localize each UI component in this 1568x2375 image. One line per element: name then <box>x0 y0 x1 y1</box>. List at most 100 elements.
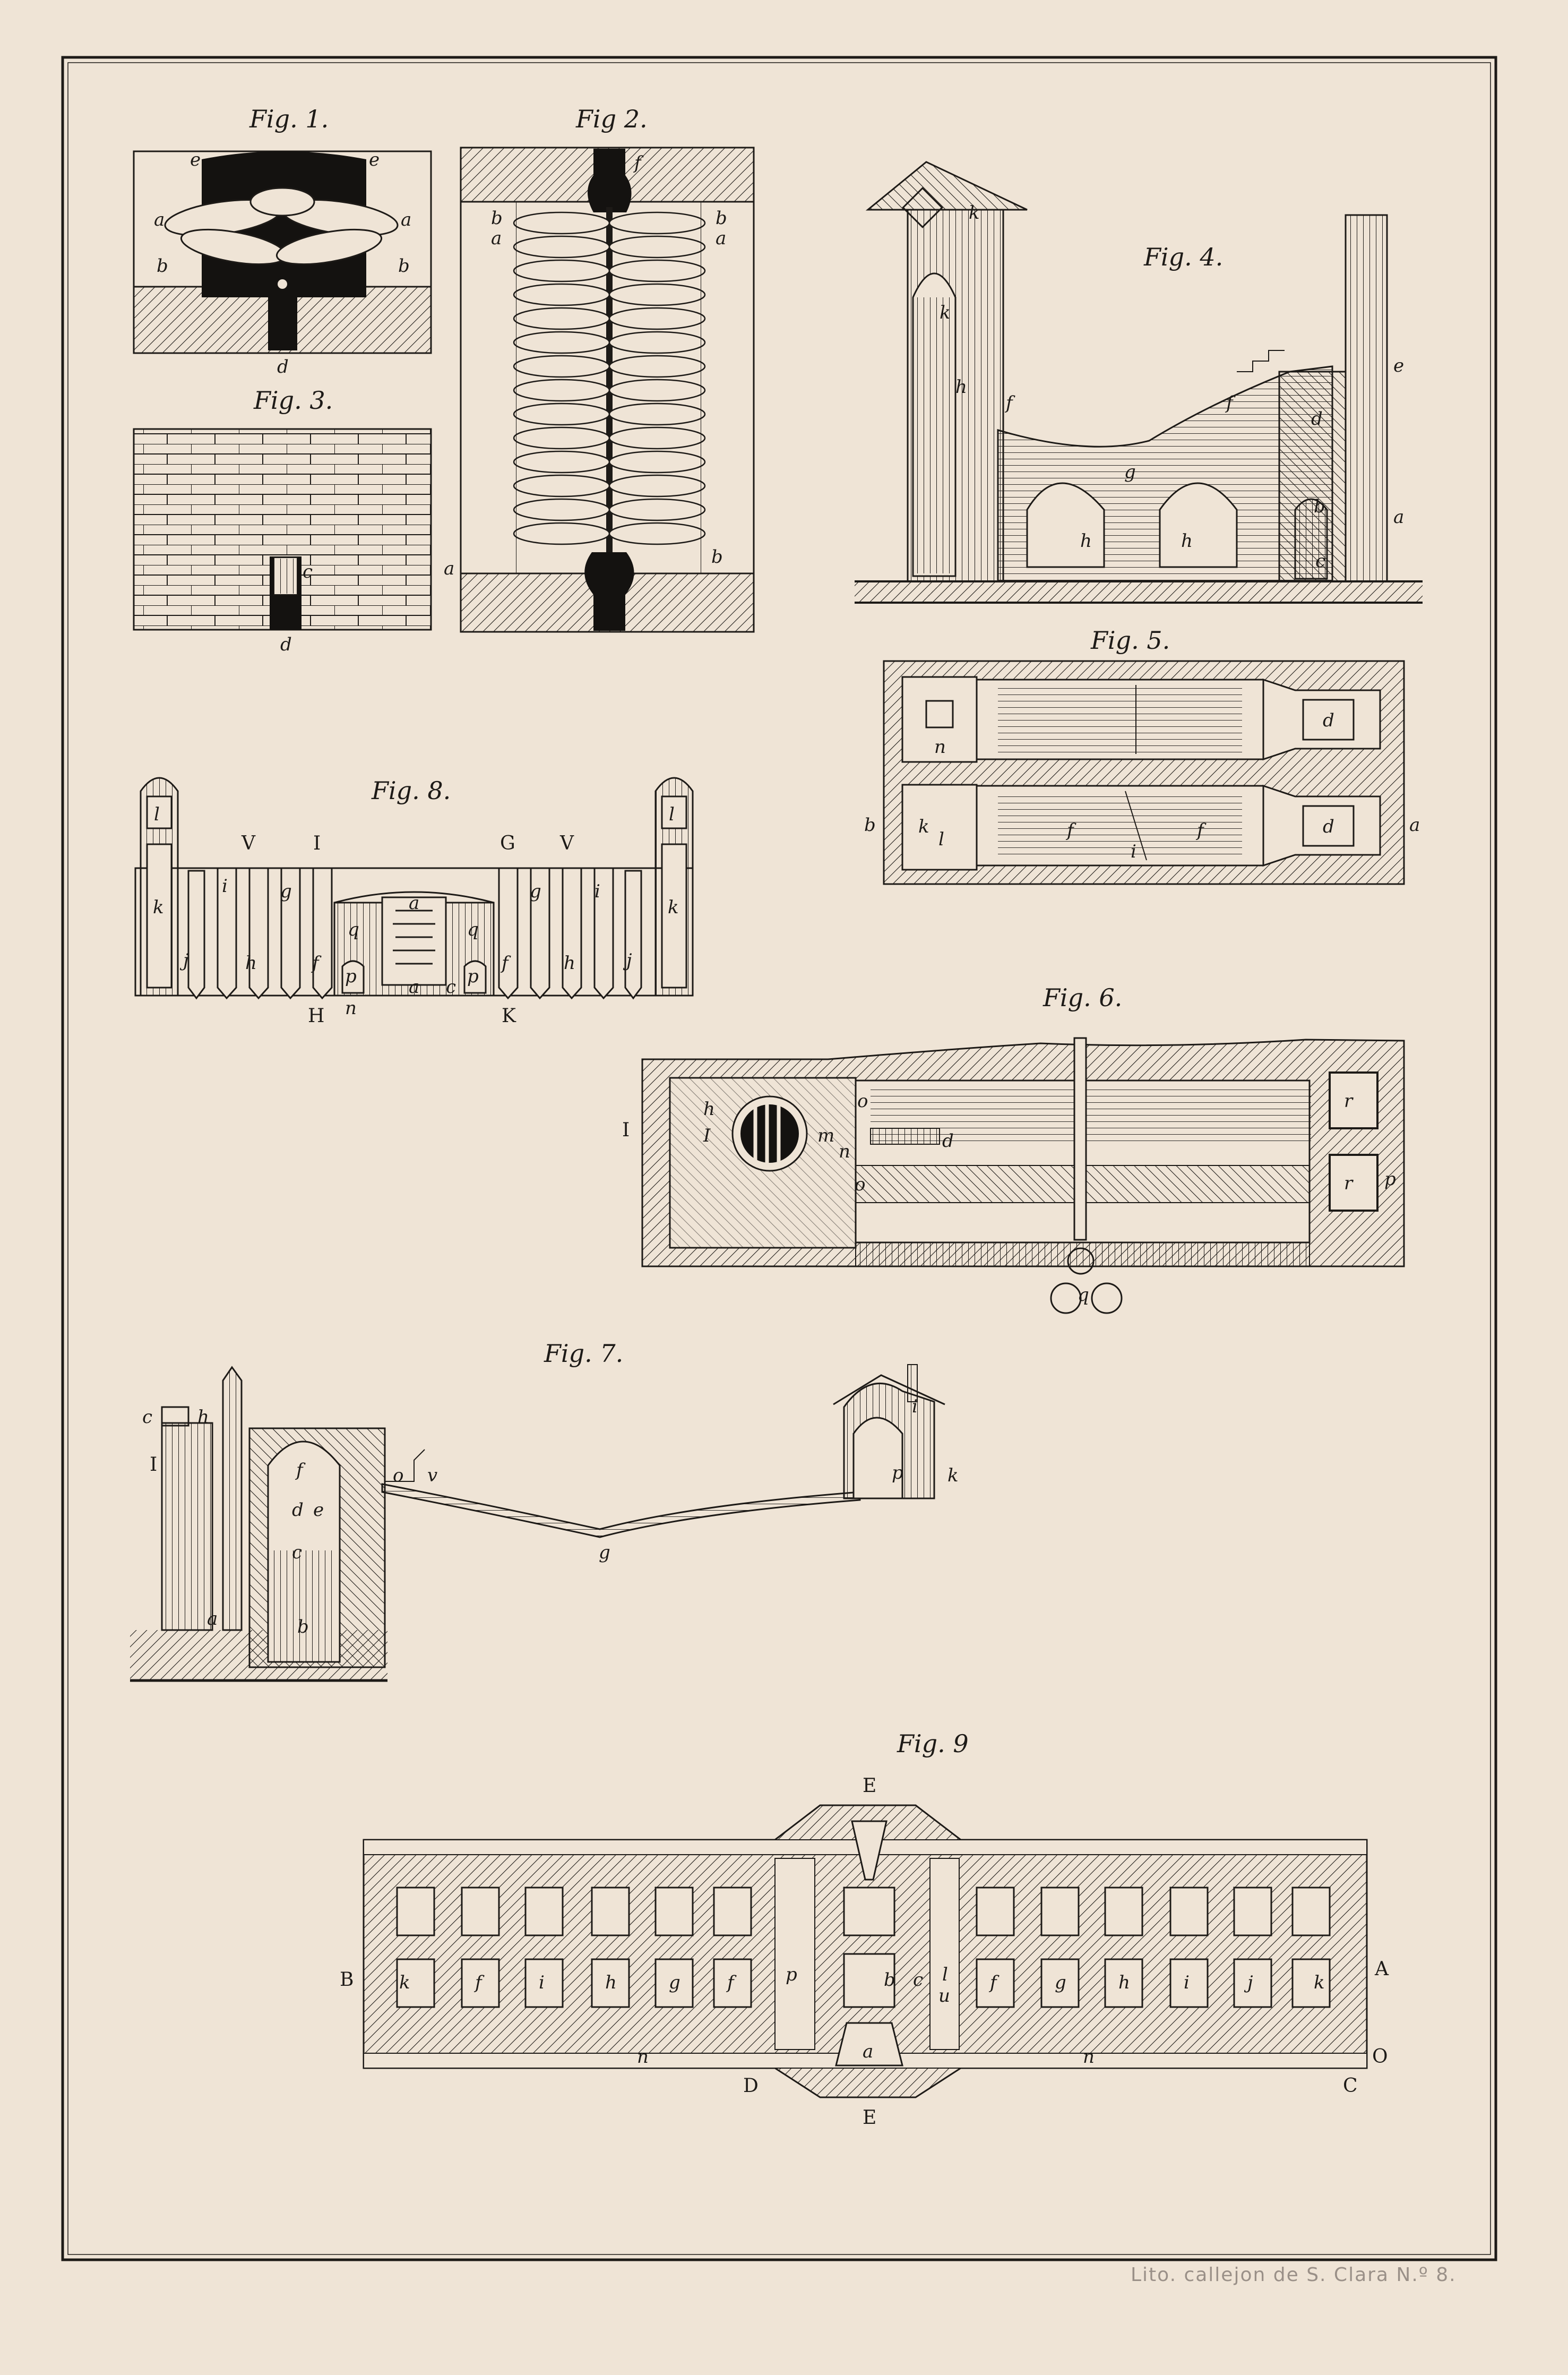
fig1-diagram: Fig. 1. e e a a b b d <box>133 105 432 378</box>
fig1-label-b2: b <box>398 255 410 277</box>
fig9-label-h2: h <box>1118 1972 1130 1993</box>
fig9-label-E-bottom: E <box>863 2107 876 2129</box>
fig5-label-k: k <box>918 816 929 837</box>
fig8-label-l2: l <box>669 804 675 825</box>
fig8-label-l1: l <box>154 804 160 825</box>
fig1-label-a2: a <box>401 209 411 230</box>
fig7-label-i: i <box>912 1396 918 1417</box>
fig4-label-k1: k <box>969 202 980 224</box>
fig2-label-b1: b <box>491 208 503 229</box>
fig9-label-C: C <box>1343 2075 1358 2097</box>
fig4-diagram: Fig. 4. k k h f f d e g b a h h c <box>855 161 1423 604</box>
fig5-label-l: l <box>938 829 944 850</box>
fig7-label-h: h <box>197 1407 209 1428</box>
fig9-diagram: Fig. 9 E B A D E C O p <box>340 1729 1389 2129</box>
fig5-diagram: Fig. 5. n d b k l f i f d a <box>864 626 1420 885</box>
fig9-label-a: a <box>863 2041 873 2062</box>
fig3-diagram: Fig. 3. c d <box>133 386 432 655</box>
fig9-label-g1: g <box>669 1972 680 1993</box>
fig8-label-c: c <box>446 976 456 998</box>
fig8-title: Fig. 8. <box>371 776 451 805</box>
fig7-label-c2: c <box>292 1542 302 1563</box>
fig7-label-e: e <box>313 1499 324 1521</box>
fig9-label-n1: n <box>637 2046 649 2068</box>
fig9-label-E-top: E <box>863 1775 876 1797</box>
fig7-label-v: v <box>427 1465 437 1486</box>
fig6-label-h: h <box>703 1099 715 1120</box>
fig9-label-D: D <box>743 2075 759 2097</box>
fig2-label-b3: b <box>711 546 723 568</box>
fig5-label-i: i <box>1131 841 1136 862</box>
fig9-label-b: b <box>884 1969 895 1991</box>
fig9-label-n2: n <box>1083 2046 1095 2068</box>
fig8-label-k1: k <box>153 897 164 918</box>
fig6-diagram: Fig. 6. h I I o m n o d r r p q <box>622 983 1405 1314</box>
fig1-label-a1: a <box>154 209 165 230</box>
fig7-diagram: Fig. 7. c h I f d e c a b o v g i p k <box>130 1339 959 1682</box>
fig8-label-G: G <box>500 833 515 854</box>
fig8-diagram: Fig. 8. l l <box>134 776 694 1027</box>
fig8-label-q1: q <box>348 919 359 940</box>
fig7-label-c1: c <box>142 1407 152 1428</box>
fig4-label-b: b <box>1314 496 1325 517</box>
fig5-label-d1: d <box>1323 710 1334 731</box>
lithographer-imprint: Lito. callejon de S. Clara N.º 8. <box>1131 2264 1457 2286</box>
fig2-label-a2: a <box>716 228 726 249</box>
fig5-label-n: n <box>934 736 946 758</box>
fig6-label-r1: r <box>1344 1091 1354 1112</box>
fig6-label-n: n <box>839 1141 850 1162</box>
fig2-label-a3: a <box>444 558 454 579</box>
fig4-label-d: d <box>1311 408 1323 430</box>
fig6-label-o1: o <box>857 1091 868 1112</box>
fig3-label-d: d <box>280 634 292 655</box>
fig9-label-k2: k <box>399 1972 410 1993</box>
fig8-label-a2: a <box>409 976 419 998</box>
fig9-label-O: O <box>1372 2046 1388 2068</box>
fig1-label-e1: e <box>190 149 201 170</box>
fig9-label-B: B <box>340 1969 354 1991</box>
fig7-title: Fig. 7. <box>544 1339 623 1368</box>
fig7-label-p: p <box>892 1462 903 1484</box>
fig3-title: Fig. 3. <box>253 386 333 415</box>
fig9-label-c: c <box>913 1969 923 1991</box>
fig4-title: Fig. 4. <box>1143 243 1223 271</box>
fig9-label-p: p <box>786 1964 797 1985</box>
fig5-title: Fig. 5. <box>1090 626 1170 655</box>
fig7-label-b: b <box>297 1616 309 1637</box>
fig9-label-A: A <box>1374 1958 1389 1980</box>
fig4-label-a: a <box>1393 507 1404 528</box>
fig6-label-r2: r <box>1344 1173 1354 1194</box>
fig8-label-g1: g <box>280 881 292 902</box>
fig4-label-h3: h <box>1181 530 1193 552</box>
fig8-label-q2: q <box>467 919 479 940</box>
fig5-label-b: b <box>864 814 876 836</box>
fig7-label-I: I <box>150 1454 157 1476</box>
fig9-label-i2: i <box>1184 1972 1190 1993</box>
fig4-label-g: g <box>1124 461 1136 483</box>
fig6-title: Fig. 6. <box>1043 983 1122 1012</box>
fig9-label-l: l <box>942 1964 948 1985</box>
fig9-label-k1: k <box>1314 1972 1325 1993</box>
fig9-label-g2: g <box>1055 1972 1066 1993</box>
fig9-label-u: u <box>938 1985 950 2007</box>
fig6-label-p: p <box>1384 1169 1396 1190</box>
fig4-label-f1: f <box>1004 392 1015 414</box>
fig9-label-h1: h <box>605 1972 617 1993</box>
fig1-label-b1: b <box>157 255 168 277</box>
fig8-label-I: I <box>313 833 321 854</box>
fig6-label-d: d <box>942 1130 954 1152</box>
fig7-label-k: k <box>947 1465 959 1486</box>
fig8-label-g2: g <box>530 881 541 902</box>
fig5-label-a: a <box>1409 814 1420 836</box>
plate-border <box>61 56 1497 2261</box>
fig8-label-K: K <box>502 1005 516 1027</box>
fig8-label-h2: h <box>564 953 575 974</box>
fig8-label-h1: h <box>245 953 257 974</box>
fig8-label-k2: k <box>668 897 679 918</box>
fig1-label-e2: e <box>369 149 380 170</box>
fig8-label-p2: p <box>467 966 479 987</box>
fig6-label-I: I <box>622 1119 630 1141</box>
fig4-label-k2: k <box>940 302 951 323</box>
fig7-label-g: g <box>599 1542 610 1563</box>
